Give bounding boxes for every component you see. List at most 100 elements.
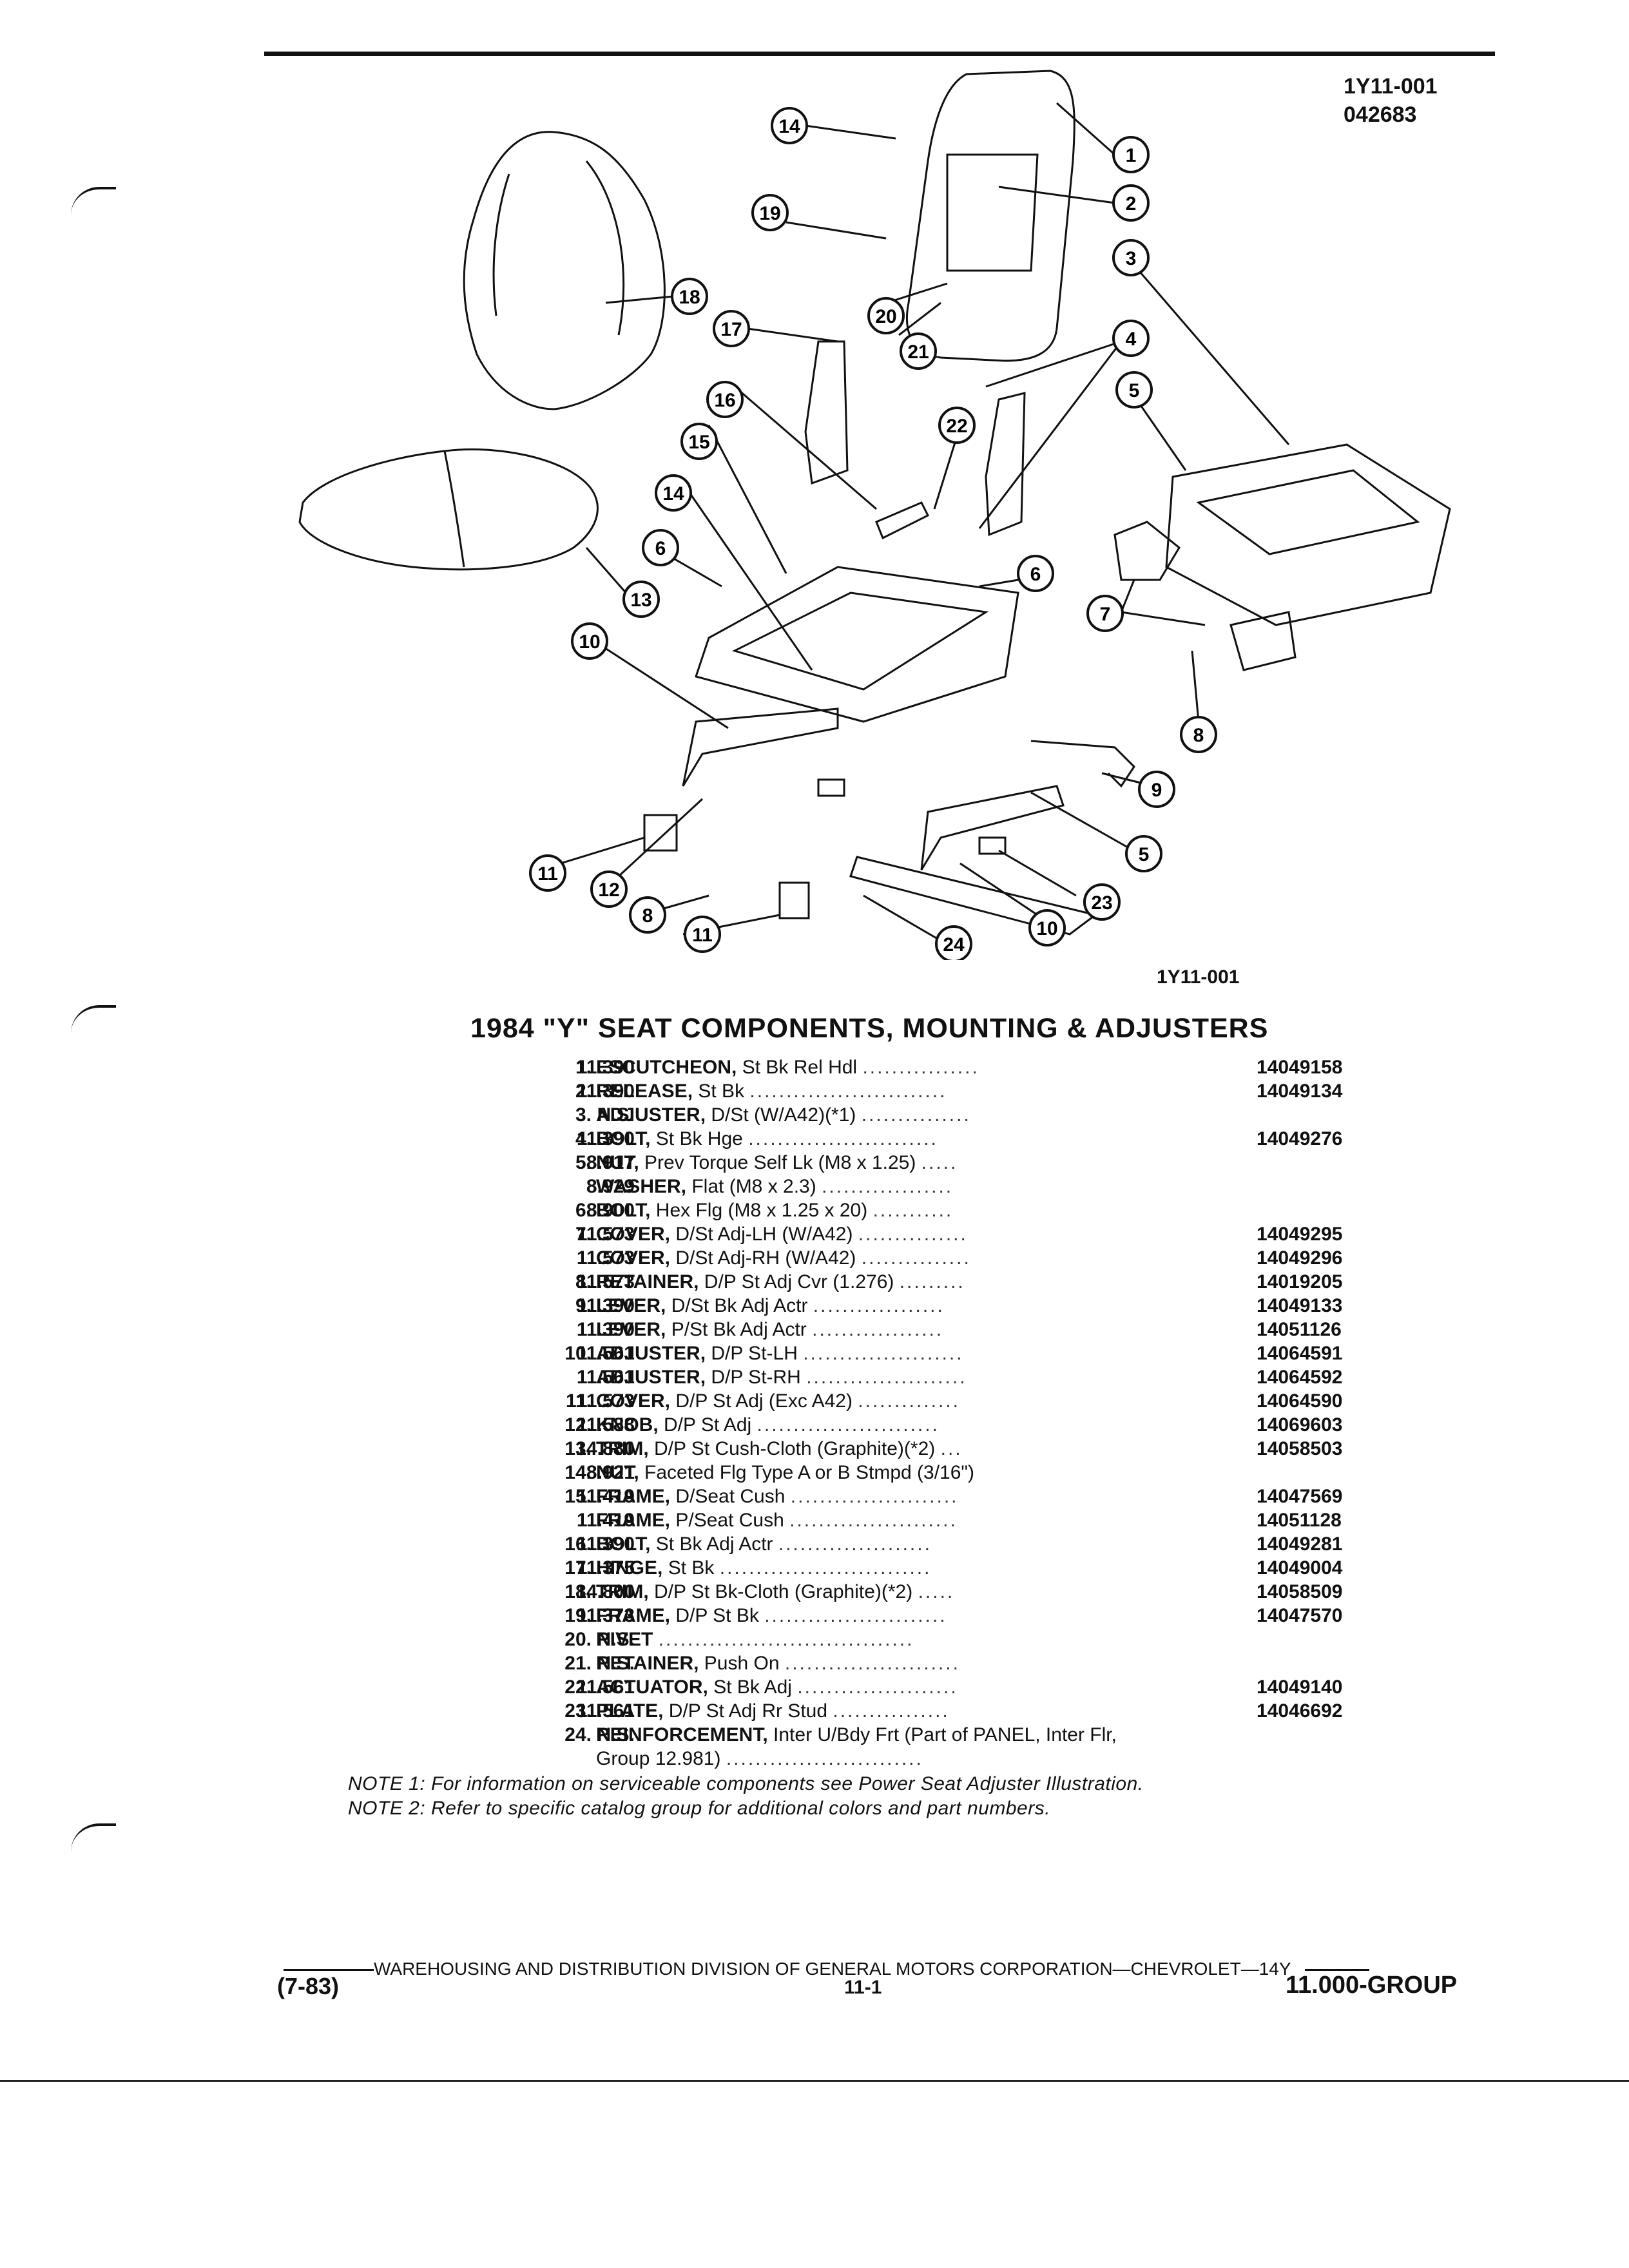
- svg-text:16: 16: [714, 390, 735, 411]
- seat-back-trim: [463, 131, 666, 410]
- svg-text:11: 11: [537, 863, 558, 885]
- part-description: RETAINER, Push On ......................…: [596, 1653, 1240, 1675]
- part-catalog-number: 14049281: [1257, 1533, 1343, 1555]
- part-description: ACTUATOR, St Bk Adj ....................…: [596, 1677, 1240, 1698]
- part-detail: St Bk Adj Actr: [655, 1533, 773, 1555]
- part-catalog-number: 14064590: [1257, 1390, 1343, 1412]
- part-group-code: 11.375: [576, 1557, 635, 1579]
- svg-text:14: 14: [662, 483, 684, 505]
- part-name: KNOB,: [596, 1414, 659, 1436]
- dot-leader: ..................: [822, 1176, 954, 1197]
- svg-text:2: 2: [1126, 193, 1137, 215]
- part-description: COVER, D/St Adj-LH (W/A42) .............…: [596, 1224, 1240, 1245]
- part-detail: D/P St Cush-Cloth (Graphite)(*2): [654, 1438, 936, 1459]
- dot-leader: ...........................: [726, 1748, 923, 1769]
- part-group-code: 11.561: [576, 1367, 635, 1388]
- part-name: RELEASE,: [596, 1081, 693, 1102]
- callout-14b: 14: [655, 474, 692, 512]
- callout-24: 24: [935, 925, 972, 960]
- part-description: ESCUTCHEON, St Bk Rel Hdl ..............…: [596, 1057, 1240, 1079]
- dot-leader: ..................: [813, 1295, 945, 1316]
- part-name: FRAME,: [596, 1486, 670, 1507]
- svg-text:4: 4: [1126, 329, 1137, 350]
- part-detail: D/St (W/A42)(*1): [711, 1104, 856, 1126]
- svg-text:11: 11: [692, 925, 713, 946]
- dot-leader: .....: [921, 1152, 958, 1173]
- dot-leader: ......................: [803, 1343, 964, 1364]
- parts-list-row: 20.N.S.RIVET ...........................…: [361, 1629, 1379, 1653]
- part-name: COVER,: [596, 1224, 671, 1245]
- part-name: COVER,: [596, 1247, 671, 1269]
- dot-leader: ...................................: [658, 1629, 914, 1650]
- part-group-code: 11.561: [576, 1343, 635, 1364]
- part-catalog-number: 14049296: [1257, 1247, 1343, 1269]
- part-group-code: 11.573: [576, 1224, 635, 1245]
- part-group-code: 11.419: [576, 1510, 635, 1531]
- part-description: BOLT, St Bk Hge ........................…: [596, 1128, 1240, 1150]
- dot-leader: ..............: [858, 1390, 960, 1412]
- part-number-index: 16.: [564, 1533, 592, 1555]
- punch-hole-mark: [71, 187, 116, 215]
- svg-text:9: 9: [1152, 780, 1162, 801]
- footer-dash: [1304, 1969, 1369, 1972]
- part-number-index: 3.: [575, 1104, 592, 1126]
- part-number-index: 14.: [564, 1462, 592, 1483]
- part-name: ACTUATOR,: [596, 1677, 708, 1698]
- part-name: FRAME,: [596, 1510, 670, 1531]
- part-catalog-number: 14051128: [1257, 1510, 1342, 1531]
- note-2: NOTE 2: Refer to specific catalog group …: [348, 1798, 1051, 1819]
- part-number-index: 24.: [564, 1724, 592, 1745]
- part-name: ADJUSTER,: [596, 1104, 706, 1126]
- part-name: LEVER,: [596, 1319, 666, 1340]
- part-name: COVER,: [596, 1390, 671, 1412]
- svg-text:15: 15: [688, 432, 709, 453]
- dot-leader: .........................: [757, 1414, 940, 1436]
- parts-list-row: 21.N.S.RETAINER, Push On ...............…: [361, 1653, 1379, 1677]
- part-description: WASHER, Flat (M8 x 2.3) ................…: [596, 1176, 1240, 1198]
- part-detail: Prev Torque Self Lk (M8 x 1.25): [644, 1152, 916, 1173]
- part-number-index: 23.: [564, 1700, 592, 1722]
- part-description: HINGE, St Bk ...........................…: [596, 1557, 1240, 1579]
- part-group-code: 11.561: [576, 1700, 635, 1722]
- seat-back-trim-panel: [492, 160, 625, 336]
- part-catalog-number: 14049133: [1257, 1295, 1343, 1316]
- reinforcement: [849, 856, 1098, 936]
- part-catalog-number: 14019205: [1257, 1271, 1343, 1293]
- footer-page-number: 11-1: [844, 1977, 882, 1998]
- dot-leader: ...........: [872, 1200, 954, 1221]
- part-group-code: 11.573: [576, 1247, 635, 1269]
- part-detail: Push On: [704, 1653, 780, 1674]
- part-number-index: 19.: [564, 1605, 592, 1626]
- hinge: [804, 340, 849, 485]
- part-name: ESCUTCHEON,: [596, 1057, 737, 1078]
- part-number-index: 10.: [564, 1343, 592, 1364]
- callout-8b: 8: [629, 896, 666, 934]
- part-number-index: 4.: [575, 1128, 592, 1149]
- dot-leader: .............................: [719, 1557, 932, 1579]
- parts-list-row: 3.N.S.ADJUSTER, D/St (W/A42)(*1) .......…: [361, 1104, 1379, 1128]
- callout-20: 20: [867, 297, 905, 334]
- part-description: BOLT, Hex Flg (M8 x 1.25 x 20) .........…: [596, 1200, 1240, 1222]
- callout-3: 3: [1112, 239, 1150, 276]
- callout-leaders: [560, 102, 1290, 942]
- diagram-id-block: 1Y11-001 042683: [1344, 72, 1438, 129]
- callout-17: 17: [713, 310, 750, 347]
- diagram-date-code: 042683: [1344, 102, 1417, 127]
- part-description: ADJUSTER, D/P St-LH ....................…: [596, 1343, 1240, 1365]
- svg-text:8: 8: [1193, 725, 1204, 746]
- part-group-code: 11.373: [576, 1605, 635, 1626]
- callout-5: 5: [1115, 371, 1153, 408]
- figure-caption: 1Y11-001: [1157, 966, 1240, 988]
- part-catalog-number: 14049158: [1257, 1057, 1343, 1078]
- part-number-index: 21.: [564, 1653, 592, 1674]
- part-number-index: 17.: [564, 1557, 592, 1579]
- parts-list-row: 24.N.S.REINFORCEMENT, Inter U/Bdy Frt (P…: [361, 1724, 1379, 1748]
- part-catalog-number: 14049140: [1257, 1677, 1343, 1698]
